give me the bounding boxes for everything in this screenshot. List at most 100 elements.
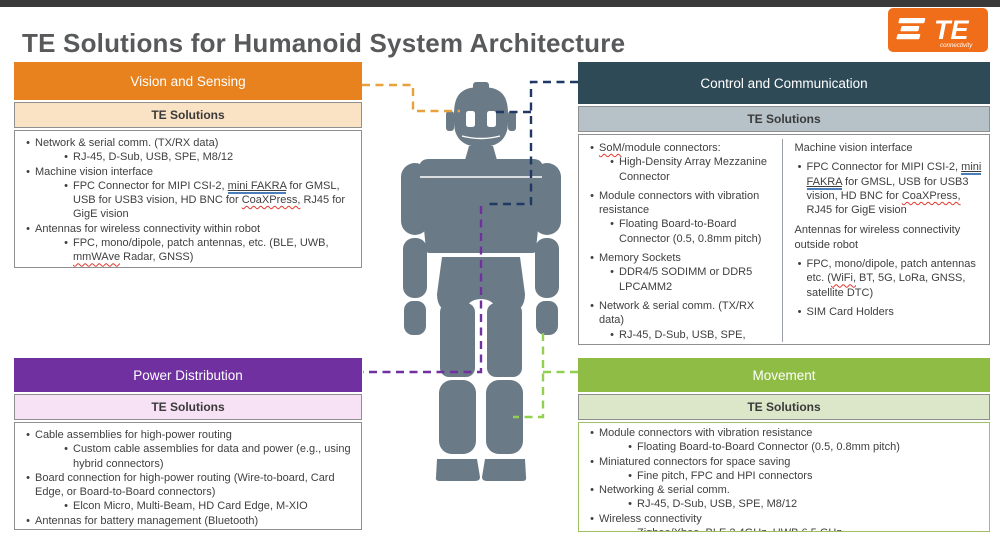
top-bar — [0, 0, 1000, 7]
list-item: •SIM Card Holders — [791, 305, 984, 319]
list-item: • SoM/module connectors: — [583, 141, 776, 155]
list-item-text: High-Density Array Mezzanine Connector — [619, 156, 767, 183]
misspelled-word: WiFi, — [830, 272, 856, 285]
list-item: • RJ-45, D-Sub, USB, SPE, M8/12 — [583, 328, 776, 344]
list-item: • DDR4/5 SODIMM or DDR5 LPCAMM2 — [583, 265, 776, 294]
list-item-text: Module connectors with vibration resista… — [599, 427, 813, 439]
bullet-marker: • — [26, 222, 30, 235]
list-item-text: Floating Board-to-Board Connector (0.5, … — [637, 441, 900, 454]
robot-torso — [419, 159, 543, 253]
link-text[interactable]: mini FAKRA — [806, 161, 982, 188]
misspelled-word: mmWAve — [73, 251, 121, 264]
robot-jaw-seam — [461, 135, 501, 140]
bullet-marker: • — [590, 299, 594, 312]
bullet-marker: • — [26, 137, 30, 149]
list-item-text: RJ-45, D-Sub, USB, SPE, M8/12 — [619, 328, 746, 344]
bullet-marker: • — [590, 455, 594, 468]
list-item-text: Network & serial comm. (TX/RX data) — [599, 299, 755, 327]
list-item: •Board connection for high-power routing… — [19, 471, 357, 500]
list-item: •RJ-45, D-Sub, USB, SPE, M8/12 — [19, 150, 357, 164]
power-panel-header: Power Distribution — [14, 358, 362, 392]
power-panel-body: •Cable assemblies for high-power routing… — [14, 422, 362, 530]
list-item-text: Antennas for wireless connectivity withi… — [35, 222, 260, 235]
bullet-marker: • — [610, 328, 614, 341]
bullet-marker: • — [590, 484, 594, 497]
list-item: •Cable assemblies for high-power routing — [19, 428, 357, 442]
bullet-marker: • — [623, 526, 637, 531]
list-item: •Module connectors with vibration resist… — [583, 189, 776, 218]
list-item-text: SoM/module connectors: — [599, 142, 721, 154]
list-item: Antennas for wireless connectivity outsi… — [791, 223, 984, 252]
robot-upper-arm-left — [401, 163, 429, 235]
list-item: •Zigbee/Xbee, BLE 2.4GHz, UWB 6.5 GHz — [583, 526, 985, 531]
vision-panel-body: •Network & serial comm. (TX/RX data)•RJ-… — [14, 130, 362, 268]
svg-text:connectivity: connectivity — [940, 42, 973, 49]
list-item-text: Machine vision interface — [35, 165, 154, 178]
connector-control-navy — [487, 80, 578, 206]
list-item: •Fine pitch, FPC and HPI connectors — [583, 469, 985, 483]
bullet-marker: • — [590, 142, 594, 154]
list-item-text: Custom cable assemblies for data and pow… — [73, 443, 351, 470]
bullet-marker: • — [64, 179, 68, 192]
list-item-text: Cable assemblies for high-power routing — [35, 429, 232, 441]
list-item: • FPC Connector for MIPI CSI-2, mini FAKR… — [791, 160, 984, 217]
bullet-marker: • — [610, 218, 614, 231]
link-text[interactable]: mini FAKRA — [227, 179, 287, 192]
list-item-text: Floating Board-to-Board Connector (0.5, … — [619, 218, 762, 245]
misspelled-word: CoaXPress, — [241, 194, 301, 207]
list-item: • Antennas for wireless connectivity with… — [19, 222, 357, 236]
robot-hand-left — [404, 301, 426, 335]
control-panel-header: Control and Communication — [578, 62, 990, 104]
bullet-marker: • — [590, 427, 594, 439]
control-panel-right-column: Machine vision interface • FPC Connector f… — [781, 139, 990, 342]
robot-ear-right — [508, 111, 516, 131]
list-item: • Memory Sockets — [583, 251, 776, 265]
list-item-text: SIM Card Holders — [806, 305, 894, 318]
vision-panel-header: Vision and Sensing — [14, 62, 362, 100]
list-item-text: FPC Connector for MIPI CSI-2, mini FAKRA… — [73, 179, 346, 221]
list-item: • Floating Board-to-Board Connector (0.5,… — [583, 440, 985, 454]
control-te-solutions-subheader: TE Solutions — [578, 106, 990, 132]
bullet-marker: • — [590, 512, 594, 525]
list-item-text: DDR4/5 SODIMM or DDR5 LPCAMM2 — [619, 266, 753, 293]
connector-movement-green — [513, 333, 545, 419]
te-logo-graphic: TE connectivity — [896, 15, 973, 49]
list-item-text: Elcon Micro, Multi-Beam, HD Card Edge, M… — [73, 500, 308, 513]
bullet-marker: • — [26, 165, 30, 178]
bullet-marker: • — [64, 151, 68, 164]
list-item: • Network & serial comm. (TX/RX data) — [583, 299, 776, 328]
bullet-marker: • — [64, 443, 68, 456]
list-item-text: Machine vision interface — [794, 142, 913, 154]
bullet-marker: • — [628, 441, 632, 454]
list-item: •Antennas for battery management (Blueto… — [19, 514, 357, 528]
robot-thigh-left — [440, 303, 475, 377]
list-item: •RJ-45, D-Sub, USB, SPE, M8/12 — [583, 497, 985, 511]
robot-head — [454, 87, 508, 147]
list-item-text: Antennas for wireless connectivity outsi… — [794, 224, 961, 251]
list-item-text: FPC Connector for MIPI CSI-2, mini FAKRA… — [806, 161, 982, 217]
misspelled-word: CoaXPress, — [901, 189, 961, 202]
list-item: •FPC, mono/dipole, patch antennas etc. (… — [791, 257, 984, 300]
robot-calf-right — [486, 380, 523, 454]
bullet-marker: • — [610, 156, 614, 169]
bullet-marker: • — [797, 161, 802, 174]
control-panel-left-column: • SoM/module connectors: • High-Density Arr… — [579, 139, 782, 344]
list-item: • Wireless connectivity — [583, 512, 985, 526]
list-item-text: Miniatured connectors for space saving — [599, 455, 791, 468]
list-item-text: FPC, mono/dipole, patch antennas etc. (W… — [806, 258, 976, 299]
list-item-text: Memory Sockets — [599, 252, 681, 265]
slide-title: TE Solutions for Humanoid System Archite… — [22, 28, 626, 58]
robot-foot-left — [435, 459, 480, 481]
bullet-marker: • — [628, 498, 632, 511]
list-item-text: Networking & serial comm. — [599, 484, 730, 497]
te-connectivity-logo: TE connectivity — [888, 8, 988, 52]
robot-thigh-right — [487, 303, 522, 377]
robot-pelvis — [437, 257, 525, 313]
bullet-marker: • — [610, 266, 614, 279]
list-item-text: Wireless connectivity — [599, 512, 702, 525]
list-item: • Custom cable assemblies for data and po… — [19, 442, 357, 471]
list-item: •FPC, mono/dipole, patch antennas, etc. … — [19, 236, 357, 265]
bullet-marker: • — [26, 514, 30, 527]
bullet-marker: • — [590, 252, 594, 265]
